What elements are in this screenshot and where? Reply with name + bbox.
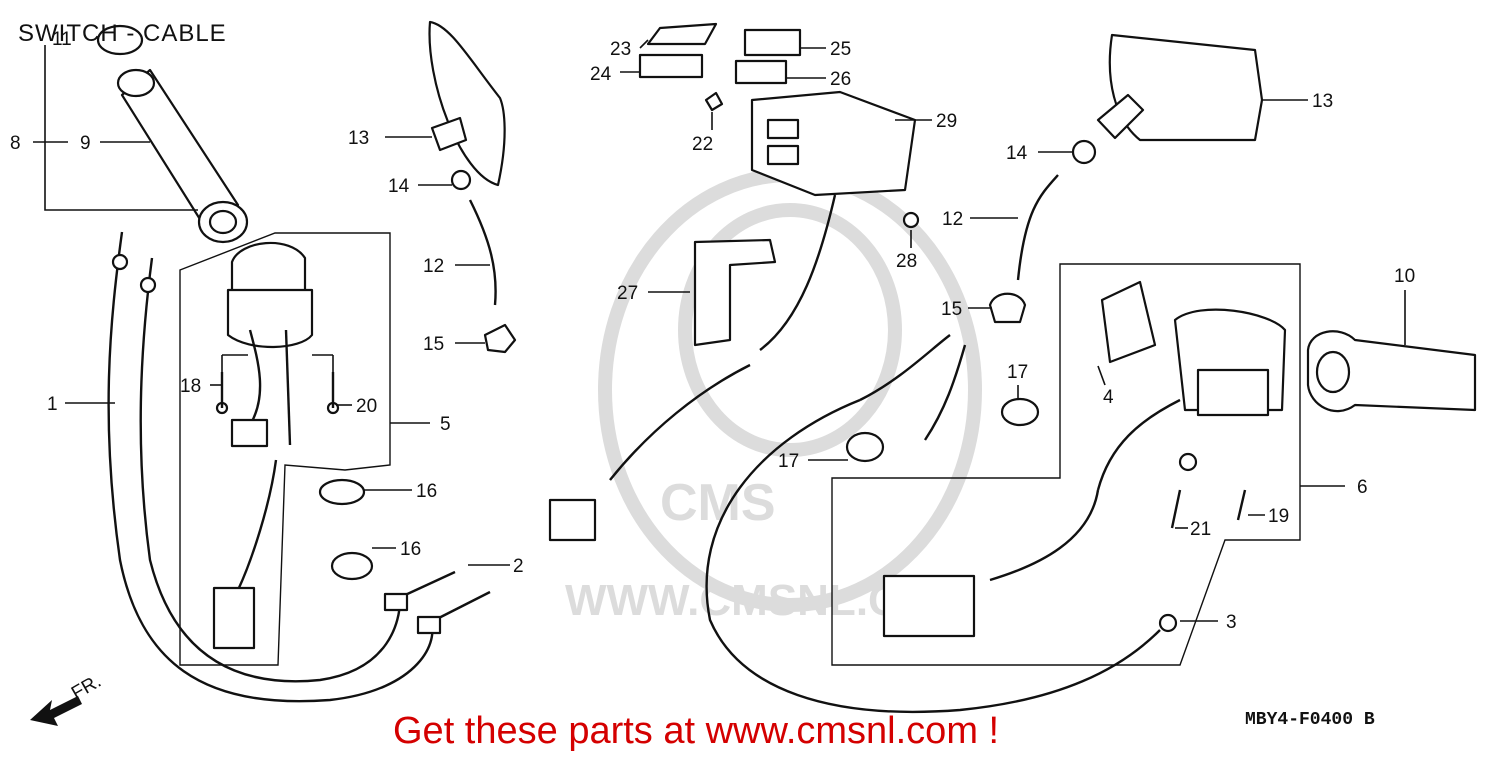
callout-16-lower: 16 [400,539,421,560]
callout-18: 18 [180,376,201,397]
callout-5: 5 [440,414,451,435]
front-direction-arrow: FR. [30,671,105,726]
callout-leaders [33,39,1406,622]
callout-12-left: 12 [423,256,444,277]
promo-link-text[interactable]: Get these parts at www.cmsnl.com ! [393,710,1000,752]
callout-11: 11 [52,29,72,50]
callout-15-right: 15 [941,299,962,320]
callout-3: 3 [1226,612,1237,633]
callout-19: 19 [1268,506,1289,527]
callout-13-right: 13 [1312,91,1333,112]
throttle-cables [107,231,491,703]
callout-23: 23 [610,39,631,60]
callout-12-right: 12 [942,209,963,230]
callout-21: 21 [1190,519,1211,540]
right-cables [705,334,1178,714]
callout-9: 9 [80,133,91,154]
callout-13-left: 13 [348,128,369,149]
callout-6: 6 [1357,477,1368,498]
callout-8: 8 [10,133,21,154]
callout-numbers: 1 2 3 4 5 6 8 9 10 11 12 12 13 13 14 14 … [10,29,1415,633]
callout-22: 22 [692,134,713,155]
callout-15-left: 15 [423,334,444,355]
cable-clamps-16 [318,478,374,581]
callout-2: 2 [513,556,524,577]
left-grip [44,24,249,244]
watermark-logo-text: CMS [660,474,776,532]
callout-26: 26 [830,69,851,90]
callout-1: 1 [47,394,58,415]
right-mirror [988,33,1264,324]
callout-16-upper: 16 [416,481,437,502]
left-mirror [428,20,517,354]
callout-20: 20 [356,396,377,417]
callout-24: 24 [590,64,612,85]
callout-27: 27 [617,283,638,304]
callout-28: 28 [896,251,917,272]
right-switch-assembly [831,263,1477,666]
callout-14-left: 14 [388,176,410,197]
callout-17-lower: 17 [778,451,799,472]
callout-14-right: 14 [1006,143,1028,164]
callout-17-upper: 17 [1007,362,1028,383]
drawing-code: MBY4-F0400 B [1245,710,1375,730]
callout-29: 29 [936,111,957,132]
callout-4: 4 [1103,387,1114,408]
left-switch-assembly [179,232,391,666]
diagram-title: SWITCH - CABLE [18,20,227,47]
callout-10: 10 [1394,266,1415,287]
center-switch-assembly [548,22,920,542]
callout-25: 25 [830,39,851,60]
